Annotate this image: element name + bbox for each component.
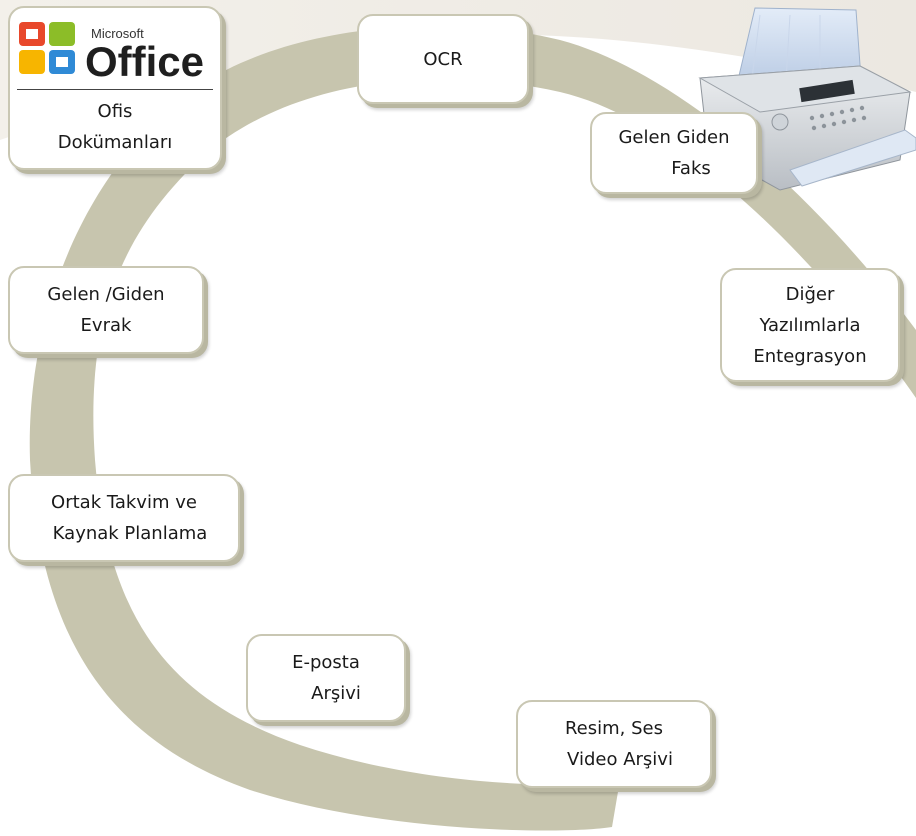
- fax-machine-icon: [698, 7, 916, 191]
- microsoft-office-logo: Microsoft Office: [19, 22, 204, 85]
- node-fax: Gelen Giden Faks: [590, 112, 758, 194]
- node-fax-line-2: Faks: [671, 158, 711, 179]
- node-integration-line-1: Diğer: [785, 283, 835, 305]
- node-office-line-1: Ofis: [97, 101, 133, 122]
- node-fax-line-1: Gelen Giden: [618, 127, 730, 148]
- node-documents: Gelen /Giden Evrak: [8, 266, 204, 354]
- node-media-line-1: Resim, Ses: [564, 718, 663, 739]
- node-office-line-2: Dokümanları: [57, 132, 173, 153]
- node-email-line-1: E-posta: [292, 652, 360, 673]
- node-integration: Diğer Yazılımlarla Entegrasyon: [720, 268, 900, 382]
- node-integration-line-3: Entegrasyon: [753, 345, 867, 367]
- node-calendar-line-1: Ortak Takvim ve: [51, 492, 197, 513]
- node-calendar: Ortak Takvim ve Kaynak Planlama: [8, 474, 240, 562]
- node-ocr-line-1: OCR: [423, 48, 463, 70]
- node-documents-line-2: Evrak: [80, 315, 132, 336]
- node-office-documents: Microsoft Office Ofis Dokümanları: [8, 6, 222, 170]
- logo-divider: [17, 89, 213, 90]
- node-email: E-posta Arşivi: [246, 634, 406, 722]
- node-ocr: OCR: [357, 14, 529, 104]
- logo-brand-small: Microsoft: [91, 26, 144, 41]
- corner-tint: [0, 0, 916, 140]
- logo-brand-large: Office: [85, 38, 204, 85]
- node-calendar-line-2: Kaynak Planlama: [52, 523, 208, 544]
- node-email-line-2: Arşivi: [311, 683, 361, 704]
- node-media-line-2: Video Arşivi: [567, 749, 673, 770]
- node-media: Resim, Ses Video Arşivi: [516, 700, 712, 788]
- node-integration-line-2: Yazılımlarla: [759, 314, 861, 336]
- node-documents-line-1: Gelen /Giden: [47, 284, 165, 305]
